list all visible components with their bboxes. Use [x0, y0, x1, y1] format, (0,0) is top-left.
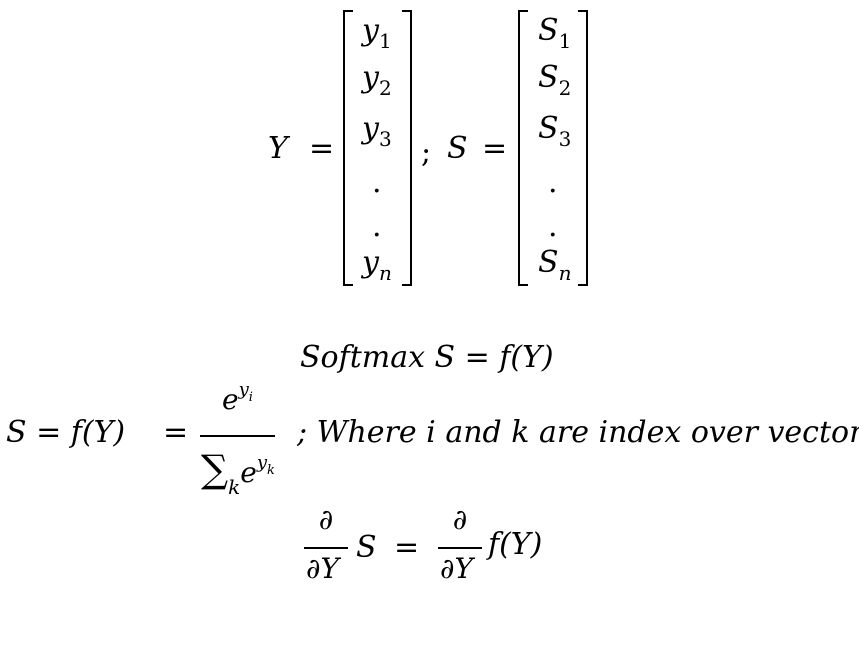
- S-matrix-left-bracket: [518, 10, 528, 286]
- derivative-equals: =: [394, 530, 420, 565]
- denominator-exponent-sub: k: [267, 463, 275, 478]
- softmax-numerator: eyi: [222, 381, 253, 416]
- Y-matrix-entry-2: y2: [362, 60, 392, 100]
- derivative-rhs-bar: [438, 547, 482, 549]
- derivative-rhs-wrt: ∂Y: [440, 552, 473, 585]
- softmax-denominator: ∑keyk: [201, 447, 275, 497]
- derivative-rhs-fraction: ∂: [438, 506, 482, 534]
- summation-symbol: ∑: [201, 447, 229, 491]
- denominator-exponent: yk: [256, 452, 275, 478]
- S-matrix-entry-4: .: [548, 165, 558, 200]
- S-matrix-entry-6: Sn: [538, 245, 572, 285]
- S-matrix-right-bracket: [578, 10, 588, 286]
- numerator-exponent-sub: i: [248, 390, 253, 405]
- S-matrix-entry-1: S1: [538, 13, 572, 53]
- equals-sign-1: =: [309, 131, 335, 166]
- Y-matrix-entry-6: yn: [362, 245, 392, 285]
- derivative-lhs-bar: [304, 547, 348, 549]
- S-matrix-entry-3: S3: [538, 111, 572, 151]
- definition-equals: =: [163, 415, 189, 450]
- definition-lhs: S = f(Y): [6, 415, 126, 450]
- softmax-statement: Softmax S = f(Y): [300, 340, 554, 375]
- Y-matrix-left-bracket: [343, 10, 353, 286]
- Y-matrix-right-bracket: [402, 10, 412, 286]
- derivative-lhs-fraction: ∂: [304, 506, 348, 534]
- matrix-Y-label: Y: [268, 131, 288, 166]
- softmax-fraction-bar: [200, 435, 275, 437]
- summation-index: k: [228, 475, 241, 499]
- numerator-exponent: yi: [238, 379, 253, 405]
- derivative-rhs-fn: f(Y): [488, 527, 543, 562]
- Y-matrix-entry-5: .: [372, 209, 382, 244]
- equals-sign-2: =: [482, 131, 508, 166]
- Y-matrix-entry-3: y3: [362, 111, 392, 151]
- derivative-lhs-var: S: [356, 530, 377, 565]
- S-matrix-entry-5: .: [548, 209, 558, 244]
- Y-matrix-entry-4: .: [372, 165, 382, 200]
- partial-symbol-lhs: ∂: [318, 503, 334, 536]
- definition-note: ; Where i and k are index over vector Y.: [297, 415, 859, 450]
- denominator-base: e: [240, 456, 257, 489]
- partial-symbol-rhs: ∂: [452, 503, 468, 536]
- matrix-S-label: S: [447, 131, 468, 166]
- S-matrix-entry-2: S2: [538, 60, 572, 100]
- Y-matrix-entry-1: y1: [362, 13, 392, 53]
- matrix-separator: ;: [421, 135, 432, 170]
- numerator-base: e: [222, 383, 239, 416]
- derivative-lhs-wrt: ∂Y: [306, 552, 339, 585]
